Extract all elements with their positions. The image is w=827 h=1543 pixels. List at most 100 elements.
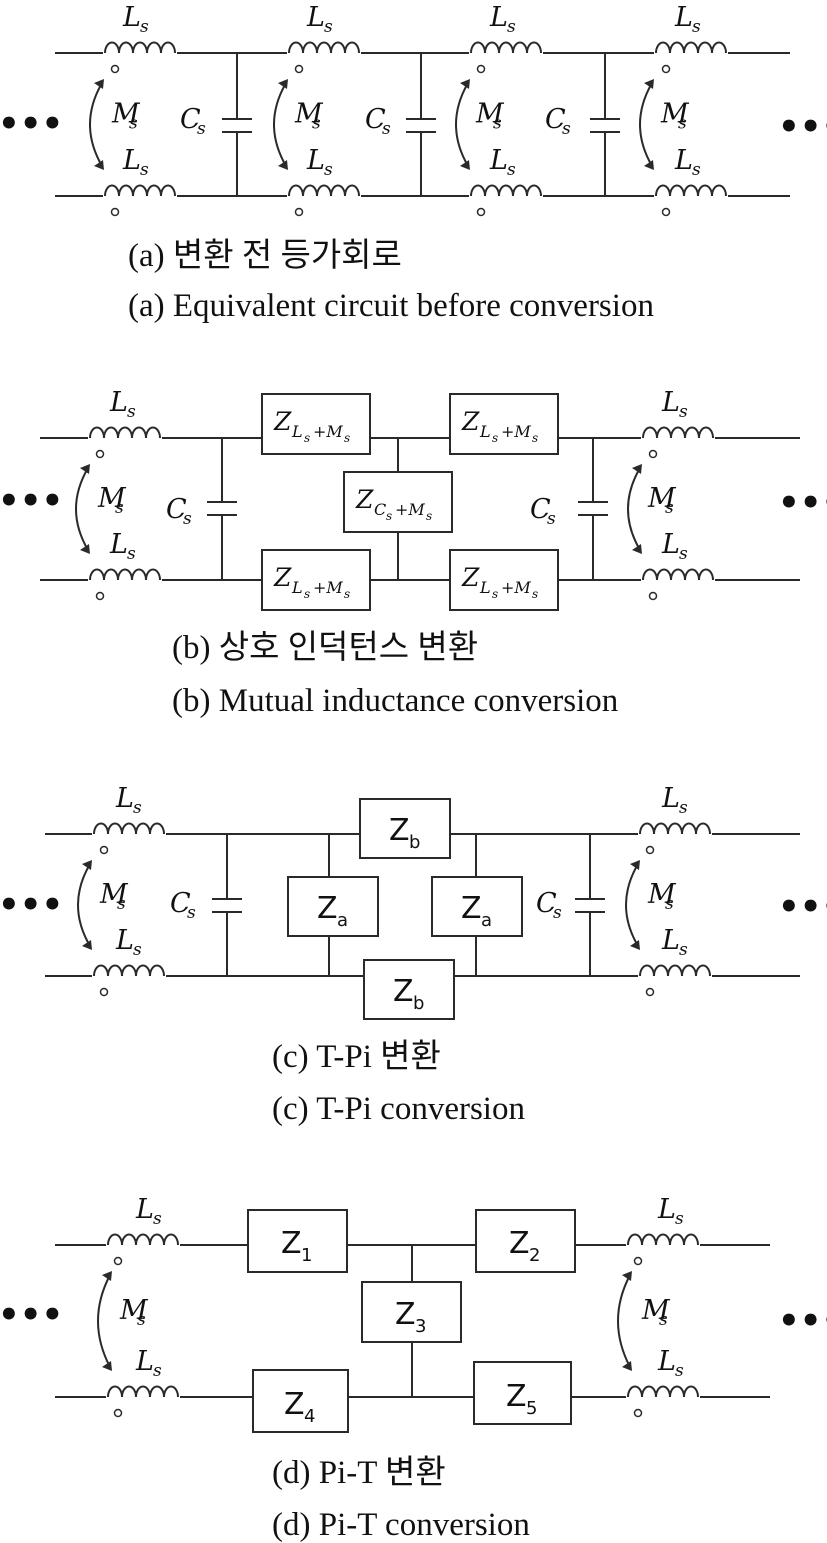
zls-ms-2-subsub: s xyxy=(492,431,498,445)
zls-ms-1-subsub: s xyxy=(304,431,310,445)
label-ms-letter: M xyxy=(99,879,129,910)
zls-ms-4-z: Z xyxy=(461,563,480,592)
polarity-dot xyxy=(113,1408,123,1418)
mutual-coupling-arrow xyxy=(455,79,470,170)
label-cs: Cs xyxy=(180,104,206,139)
ellipsis-icon: ••• xyxy=(778,107,827,147)
zls-ms-4-tailsub: s xyxy=(532,587,538,601)
caption-d-korean: (d) Pi-T 변환 xyxy=(272,1455,446,1491)
label-ms-letter: M xyxy=(641,1295,671,1326)
polarity-dot xyxy=(99,987,109,997)
capacitor-cs xyxy=(222,53,252,196)
impedance-box-z5 xyxy=(473,1361,572,1425)
label-ls-top-subscript: s xyxy=(507,17,516,37)
impedance-box-zb xyxy=(363,959,455,1020)
zls-ms-2-tailsub: s xyxy=(532,431,538,445)
inductor-ls xyxy=(88,568,162,601)
label-ls-top-letter: L xyxy=(661,783,680,814)
z5-z: Z xyxy=(506,1379,527,1414)
label-ls-bottom-subscript: s xyxy=(679,544,688,564)
zb-bottom-z: Z xyxy=(393,974,414,1009)
label-ls-top-subscript: s xyxy=(675,1209,684,1229)
label-cs: Cs xyxy=(536,888,562,923)
polarity-dot xyxy=(661,64,671,74)
label-ls-bottom-letter: L xyxy=(489,145,508,176)
zls-ms-3-tail: +M xyxy=(313,578,343,597)
label-ms: Ms xyxy=(475,99,505,134)
label-ls-bottom-letter: L xyxy=(135,1346,154,1377)
inductor-ls xyxy=(638,822,712,855)
polarity-dot xyxy=(95,591,105,601)
zb-bottom-sub: b xyxy=(413,993,424,1014)
diagram-elements: LsLsMsLsLsMsLsLsMsLsLsMsCsCsCs••••••LsLs… xyxy=(0,2,827,1433)
label-ms: Ms xyxy=(660,99,690,134)
impedance-box-z4 xyxy=(252,1369,349,1433)
inductor-ls xyxy=(92,822,166,855)
z2-z: Z xyxy=(509,1226,530,1261)
impedance-box-z1 xyxy=(247,1209,348,1273)
capacitor-cs xyxy=(575,834,605,976)
label-ls-bottom-letter: L xyxy=(115,925,134,956)
za-right-z: Z xyxy=(461,891,482,926)
polarity-dot xyxy=(661,207,671,217)
mutual-coupling-arrow xyxy=(617,1271,632,1371)
zb-top-z: Z xyxy=(389,813,410,848)
label-ls-bottom-letter: L xyxy=(661,529,680,560)
z3-sub: 3 xyxy=(415,1316,426,1337)
polarity-dot xyxy=(99,845,109,855)
impedance-box-zls-ms xyxy=(261,393,371,455)
zcs-ms-tail: +M xyxy=(395,500,425,519)
label-ls-top-subscript: s xyxy=(324,17,333,37)
label-ls-top-subscript: s xyxy=(692,17,701,37)
label-ls-bottom-letter: L xyxy=(109,529,128,560)
polarity-dot xyxy=(476,64,486,74)
inductor-ls xyxy=(641,426,715,459)
label-ms: Ms xyxy=(111,99,141,134)
inductor-ls xyxy=(469,184,543,217)
label-ms-subscript: s xyxy=(659,1310,668,1330)
polarity-dot xyxy=(645,987,655,997)
inductor-ls xyxy=(654,41,728,74)
label-ls-top-letter: L xyxy=(135,1194,154,1225)
inductor-ls xyxy=(92,964,166,997)
label-ms-letter: M xyxy=(294,99,324,130)
polarity-dot xyxy=(113,1256,123,1266)
z4-z: Z xyxy=(284,1387,305,1422)
mutual-coupling-arrow xyxy=(625,860,640,950)
z3-z: Z xyxy=(395,1297,416,1332)
inductor-ls xyxy=(638,964,712,997)
label-ls-top-subscript: s xyxy=(153,1209,162,1229)
mutual-coupling-arrow xyxy=(97,1271,112,1371)
impedance-box-za xyxy=(287,876,379,937)
label-ms-letter: M xyxy=(647,879,677,910)
z4-sub: 4 xyxy=(304,1406,315,1427)
label-ms: Ms xyxy=(99,879,129,914)
inductor-ls xyxy=(103,41,177,74)
label-ls-top-letter: L xyxy=(122,2,141,33)
impedance-box-zcs-ms xyxy=(343,471,453,533)
polarity-dot xyxy=(648,591,658,601)
label-ms-subscript: s xyxy=(665,498,674,518)
mutual-coupling-arrow xyxy=(75,464,90,554)
ellipsis-icon: ••• xyxy=(0,885,63,925)
impedance-box-z2 xyxy=(475,1209,576,1273)
label-cs: Cs xyxy=(545,104,571,139)
zls-ms-3-z: Z xyxy=(273,563,292,592)
polarity-dot xyxy=(476,207,486,217)
label-cs-subscript: s xyxy=(562,119,571,139)
label-ls-top-letter: L xyxy=(306,2,325,33)
label-ls-bottom-subscript: s xyxy=(127,544,136,564)
polarity-dot xyxy=(648,449,658,459)
label-ls-bottom-subscript: s xyxy=(675,1361,684,1381)
inductor-ls xyxy=(626,1385,700,1418)
